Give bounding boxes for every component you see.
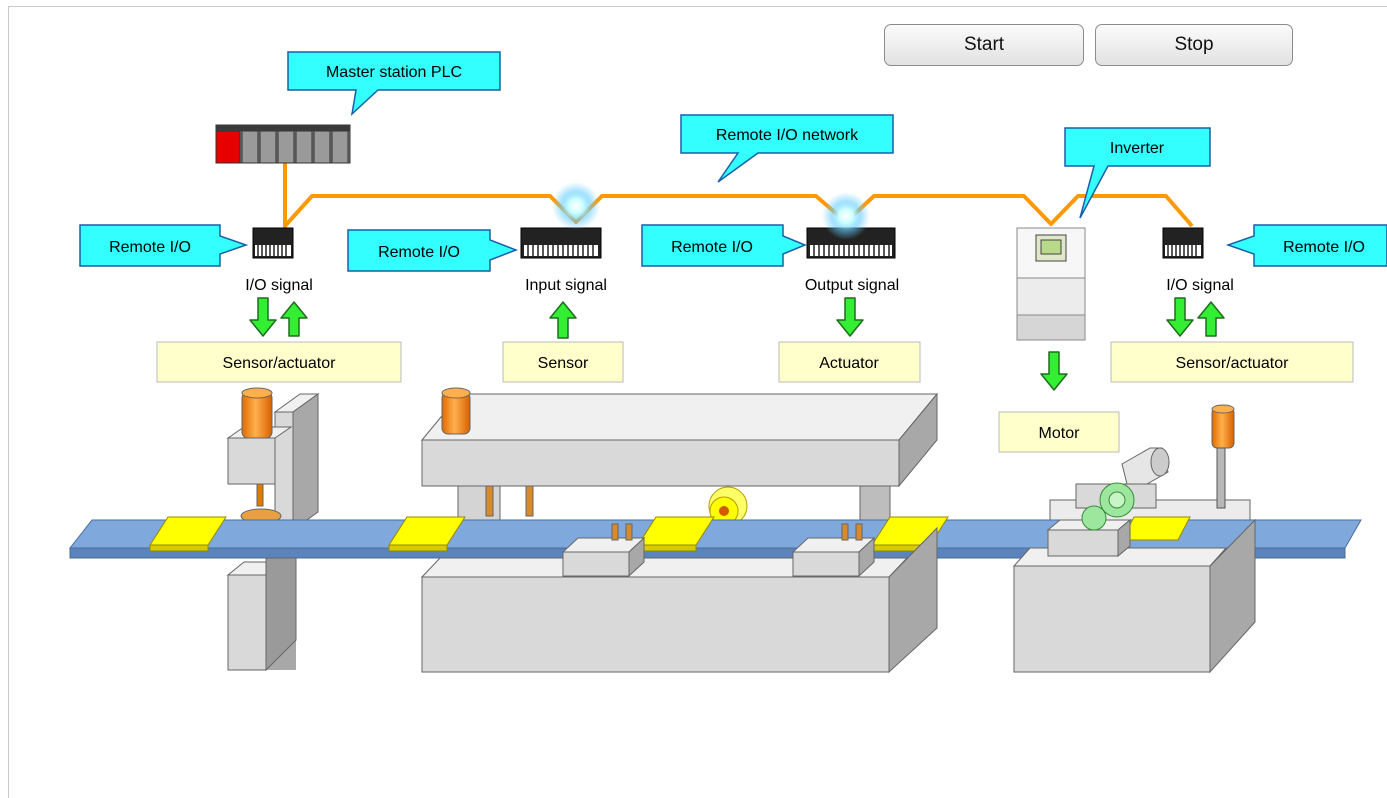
stop-button[interactable]: Stop <box>1095 24 1293 66</box>
callout-inverter-text: Inverter <box>1110 140 1165 157</box>
callout-master-plc-text: Master station PLC <box>326 64 462 81</box>
actuator-label: Actuator <box>819 355 879 372</box>
callout-network-text: Remote I/O network <box>716 127 859 144</box>
arrow-up-2 <box>1197 301 1225 337</box>
arrow-down-actuator <box>836 297 864 337</box>
base-center <box>420 523 938 674</box>
machine-center-housing <box>420 387 939 523</box>
machine-press-left <box>226 387 320 531</box>
callout-remote-io-1: Remote I/O <box>79 224 249 267</box>
callout-master-plc: Master station PLC <box>287 51 501 117</box>
input-signal-label: Input signal <box>525 277 607 294</box>
remote-io-unit-2 <box>520 227 602 259</box>
signal-glow-output <box>822 192 870 240</box>
base-left <box>226 557 297 672</box>
start-button[interactable]: Start <box>884 24 1084 66</box>
io-signal-label-1: I/O signal <box>245 277 313 294</box>
remote-io-unit-1 <box>252 227 294 259</box>
callout-network: Remote I/O network <box>680 114 894 183</box>
callout-remote-io-1-text: Remote I/O <box>109 239 191 256</box>
panel-frame <box>8 6 1387 798</box>
arrow-up-sensor <box>549 301 577 339</box>
signal-glow-input <box>552 182 600 230</box>
sensor-actuator-label-1: Sensor/actuator <box>223 355 337 372</box>
arrow-up-1 <box>280 301 308 337</box>
arrow-down-motor <box>1040 351 1068 391</box>
output-signal-label: Output signal <box>805 277 899 294</box>
arrow-down-1 <box>249 297 277 337</box>
callout-remote-io-4-text: Remote I/O <box>1283 239 1365 256</box>
callout-inverter: Inverter <box>1064 127 1211 219</box>
master-plc <box>215 124 351 164</box>
callout-remote-io-3-text: Remote I/O <box>671 239 753 256</box>
io-signal-label-2: I/O signal <box>1166 277 1234 294</box>
arrow-down-2 <box>1166 297 1194 337</box>
callout-remote-io-4: Remote I/O <box>1225 224 1387 267</box>
workpiece-5 <box>1121 516 1191 541</box>
base-right <box>1012 505 1256 674</box>
callout-remote-io-3: Remote I/O <box>641 224 807 267</box>
remote-io-unit-4 <box>1162 227 1204 259</box>
sensor-label: Sensor <box>538 355 589 372</box>
callout-remote-io-2: Remote I/O <box>347 229 519 272</box>
callout-remote-io-2-text: Remote I/O <box>378 244 460 261</box>
inverter-unit <box>1016 227 1086 341</box>
motor-label: Motor <box>1039 425 1081 442</box>
sensor-actuator-label-2: Sensor/actuator <box>1176 355 1290 372</box>
roller <box>708 486 748 526</box>
